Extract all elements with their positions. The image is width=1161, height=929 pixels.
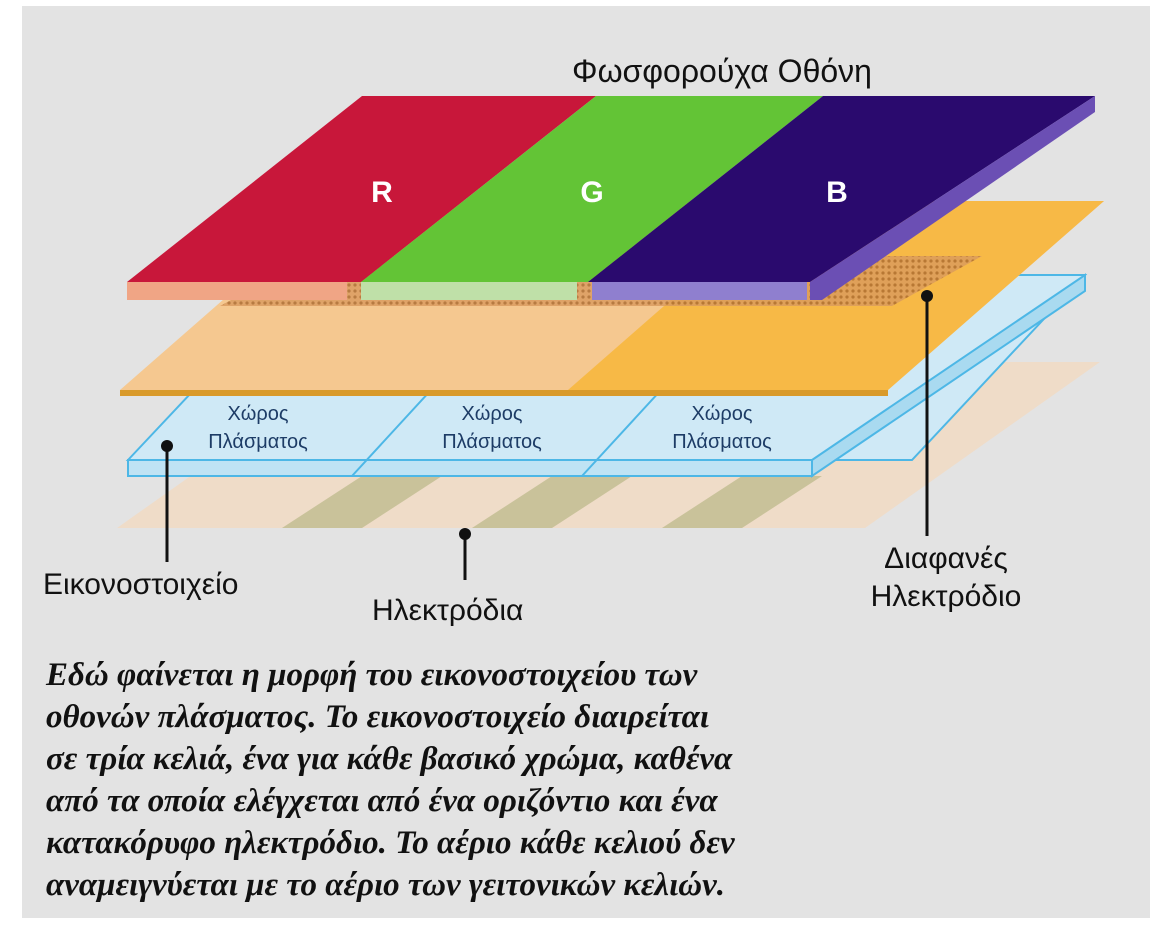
plasma-cell-sublabel-2: Πλάσματος	[442, 431, 542, 453]
caption-line: σε τρία κελιά, ένα για κάθε βασικό χρώμα…	[46, 741, 733, 777]
electrode-strip	[282, 476, 442, 528]
caption-line: αναμειγνύεται με το αέριο των γειτονικών…	[46, 867, 725, 903]
caption-line: Εδώ φαίνεται η μορφή του εικονοστοιχείου…	[46, 657, 698, 693]
phosphor-stripe-b	[588, 96, 1095, 282]
stripe-letter-g: G	[580, 176, 603, 209]
plasma-cell-label-1: Χώρος	[227, 403, 288, 425]
caption-line: κατακόρυφο ηλεκτρόδιο. Το αέριο κάθε κελ…	[46, 825, 735, 861]
electrode-strip	[472, 476, 632, 528]
pixel-label: Εικονοστοιχείο	[43, 568, 238, 601]
transparent-electrode-label: Διαφανές	[884, 542, 1008, 575]
transparent-electrode-bevel	[120, 390, 888, 396]
plasma-layer-front	[127, 459, 813, 477]
caption-line: από τα οποία ελέγχεται από ένα οριζόντιο…	[46, 783, 718, 819]
phosphor-edge-b	[592, 282, 807, 300]
plasma-pixel-diagram: R G B Χώρος Πλάσματος Χώρος Πλάσματος Χώ…	[43, 53, 1104, 627]
caption-line: οθονών πλάσματος. Το εικονοστοιχείο διαι…	[46, 699, 710, 735]
electrodes-label: Ηλεκτρόδια	[372, 594, 523, 627]
phosphor-stripe-r	[127, 96, 596, 282]
diagram-panel: R G B Χώρος Πλάσματος Χώρος Πλάσματος Χώ…	[22, 6, 1150, 918]
phosphor-stripe-g	[361, 96, 823, 282]
plasma-cell-label-3: Χώρος	[691, 403, 752, 425]
stripe-letter-r: R	[371, 176, 393, 209]
phosphor-edge-g	[361, 282, 577, 300]
plasma-cell-sublabel-1: Πλάσματος	[208, 431, 308, 453]
phosphor-edge-side	[810, 96, 1095, 300]
diagram-title: Φωσφορούχα Οθόνη	[572, 53, 872, 89]
caption: Εδώ φαίνεται η μορφή του εικονοστοιχείου…	[46, 654, 1126, 906]
plasma-layer-side	[811, 273, 1086, 478]
phosphor-edge-r	[127, 282, 347, 300]
plasma-cell-sublabel-3: Πλάσματος	[672, 431, 772, 453]
electrode-strip	[662, 476, 822, 528]
plasma-cell-label-2: Χώρος	[461, 403, 522, 425]
transparent-electrode-sublabel: Ηλεκτρόδιο	[871, 580, 1022, 613]
stripe-letter-b: B	[826, 176, 848, 209]
